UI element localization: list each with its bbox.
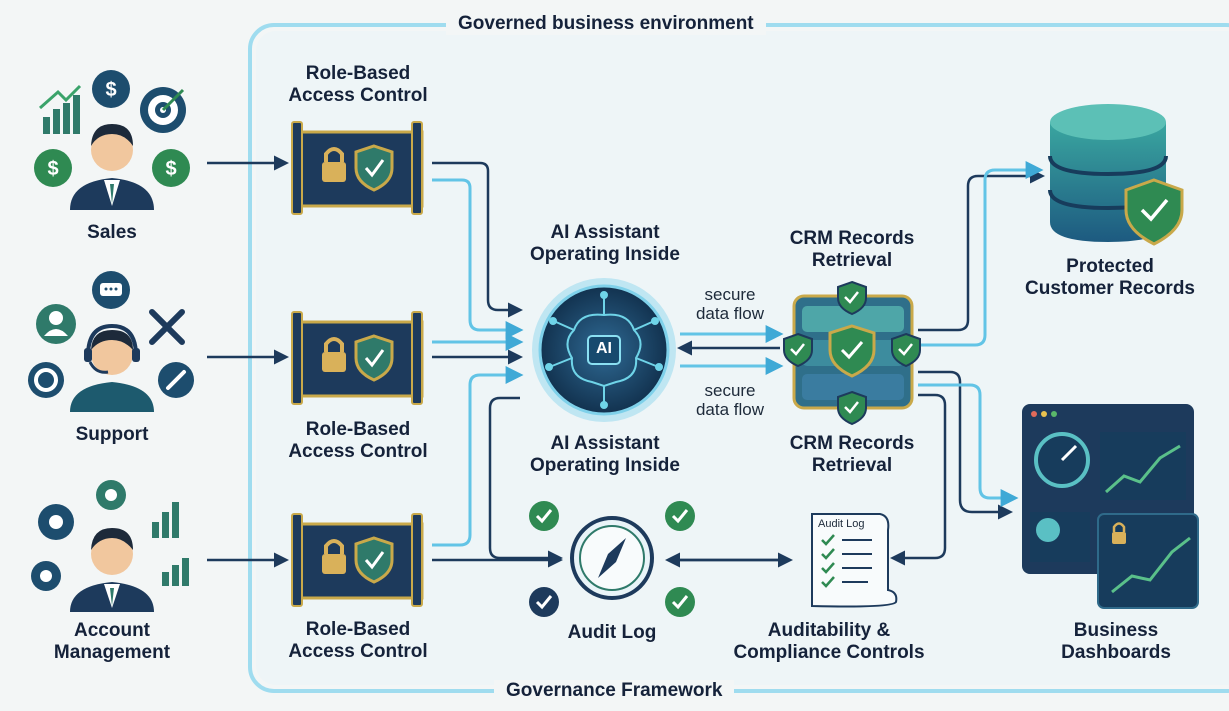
role-label-support: Support xyxy=(75,424,149,445)
person-icon xyxy=(36,304,76,344)
shield-check-icon xyxy=(354,334,394,382)
gear-icon xyxy=(96,480,126,510)
rbac-label-1: Role-Based Access Control xyxy=(288,63,428,106)
lock-icon xyxy=(1112,522,1126,544)
line-chart-icon xyxy=(1111,536,1191,594)
frame-footer: Governance Framework xyxy=(494,680,735,702)
crm-label-bottom: CRM Records Retrieval xyxy=(789,433,915,476)
arrow-crm-to-dashboards-blue xyxy=(918,383,1019,507)
bar-chart-icon xyxy=(152,502,179,538)
lock-icon xyxy=(322,147,346,182)
person-icon xyxy=(70,528,154,612)
svg-text:$: $ xyxy=(47,158,58,180)
rbac-gate-3 xyxy=(291,513,424,607)
dollar-icon: $ xyxy=(92,70,130,108)
compliance-label: Auditability & Compliance Controls xyxy=(733,620,925,663)
arrow-crm-to-records-blue xyxy=(918,161,1044,347)
shield-check-icon xyxy=(783,332,813,368)
gauge-icon xyxy=(1034,432,1090,488)
arrow-crm-to-dashboards xyxy=(918,370,1013,520)
arrow-ai-to-audit xyxy=(488,396,563,566)
tools-icon xyxy=(149,309,185,345)
shield-check-icon xyxy=(891,332,921,368)
shield-check-icon xyxy=(837,390,867,426)
person-icon xyxy=(70,124,154,210)
gear-icon xyxy=(38,504,74,540)
audit-log-node xyxy=(529,501,695,617)
compass-icon xyxy=(570,516,654,600)
arrow-rbac1-to-ai xyxy=(432,161,523,318)
account-icon-cluster xyxy=(31,480,189,612)
svg-text:$: $ xyxy=(165,158,176,180)
ai-label-bottom: AI Assistant Operating Inside xyxy=(530,433,680,476)
audit-log-label: Audit Log xyxy=(567,622,657,643)
arrow-crm-to-compliance xyxy=(890,393,947,566)
database-icon xyxy=(1048,104,1184,246)
dashboards-label: Business Dashboards xyxy=(1061,620,1171,663)
dollar-icon: $ xyxy=(34,149,72,187)
crm-records-node xyxy=(783,280,921,426)
lock-icon xyxy=(322,337,346,372)
data-flow-label-top: secure data flow xyxy=(695,285,765,323)
shield-check-icon xyxy=(354,144,394,192)
dashboard-screens xyxy=(1022,404,1199,609)
support-icon-cluster xyxy=(28,271,194,412)
dollar-icon: $ xyxy=(152,149,190,187)
check-icon xyxy=(665,501,695,531)
arrow-crm-to-records xyxy=(918,168,1045,332)
svg-text:$: $ xyxy=(105,79,116,101)
shield-check-icon xyxy=(1124,178,1184,246)
shield-check-icon xyxy=(354,536,394,584)
ai-assistant-node xyxy=(532,278,676,422)
wrench-icon xyxy=(158,362,194,398)
role-label-sales: Sales xyxy=(87,222,137,243)
gear-icon xyxy=(28,362,64,398)
bar-chart-icon xyxy=(39,84,82,134)
ai-chip-label: AI xyxy=(596,340,612,357)
headset-icon xyxy=(70,323,154,412)
check-icon xyxy=(529,587,559,617)
gear-icon xyxy=(31,561,61,591)
target-icon xyxy=(140,87,186,133)
check-icon xyxy=(529,501,559,531)
line-chart-icon xyxy=(1100,432,1186,500)
bar-chart-icon xyxy=(162,558,189,586)
sales-icon-cluster: $ $ $ xyxy=(34,70,190,210)
role-label-account-management: Account Management xyxy=(53,620,171,663)
shield-check-icon xyxy=(828,324,876,378)
crm-label-top: CRM Records Retrieval xyxy=(789,228,915,271)
rbac-label-2: Role-Based Access Control xyxy=(288,419,428,462)
shield-check-icon xyxy=(837,280,867,316)
ai-label-top: AI Assistant Operating Inside xyxy=(530,222,680,265)
data-flow-label-bottom: secure data flow xyxy=(695,381,765,419)
chat-icon xyxy=(92,271,130,309)
document-icon xyxy=(811,513,898,608)
audit-doc-title: Audit Log xyxy=(818,518,865,530)
rbac-gate-2 xyxy=(291,311,424,405)
check-icon xyxy=(665,587,695,617)
arrow-rbac3-to-ai xyxy=(432,366,524,547)
protected-records-label: Protected Customer Records xyxy=(1025,256,1195,299)
arrow-rbac1-to-ai-blue xyxy=(432,178,524,339)
brain-circuit-icon xyxy=(545,291,663,409)
rbac-label-3: Role-Based Access Control xyxy=(288,619,428,662)
lock-icon xyxy=(322,539,346,574)
frame-title: Governed business environment xyxy=(446,13,766,35)
rbac-gate-1 xyxy=(291,121,424,215)
